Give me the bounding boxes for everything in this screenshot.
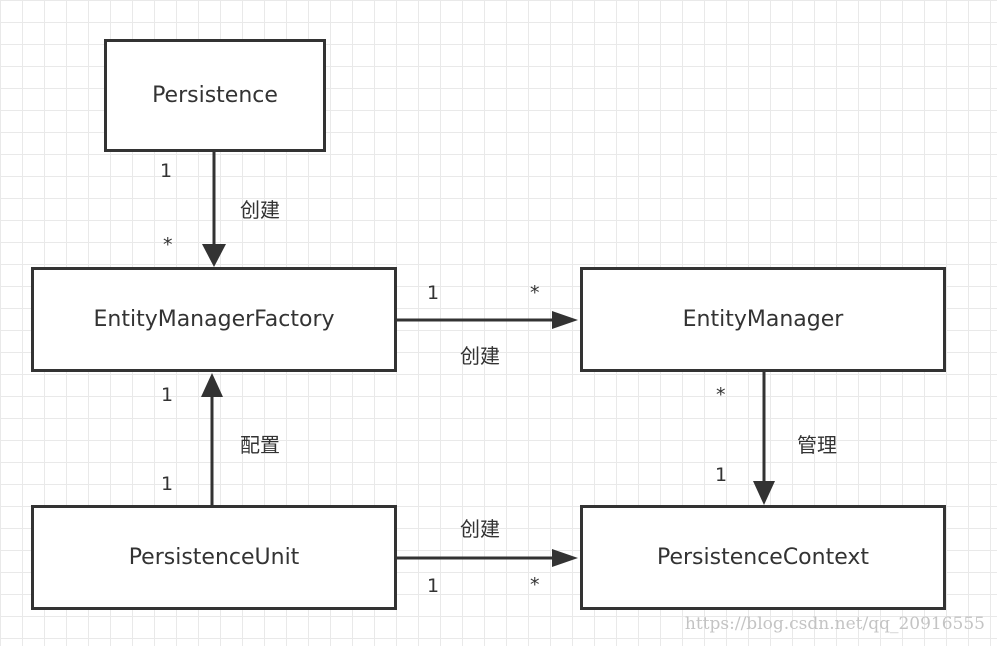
node-persistence-label: Persistence [152,83,278,108]
edge-label-em-pc: 管理 [797,433,837,457]
mult-pu-pc-source: 1 [427,575,440,597]
mult-emf-em-source: 1 [427,282,440,304]
node-entity-manager-label: EntityManager [682,307,844,332]
arrowhead-em-pc [753,481,775,505]
edge-label-pu-pc: 创建 [460,517,500,541]
arrowhead-persistence-emf [202,244,226,267]
mult-em-pc-source: * [716,384,726,406]
mult-pu-emf-target: 1 [161,384,174,406]
arrowhead-pu-pc [552,549,578,567]
edge-label-pu-emf: 配置 [240,433,280,457]
mult-persistence-emf-target: * [163,234,173,256]
node-persistence-context: PersistenceContext [580,505,946,610]
node-persistence-unit: PersistenceUnit [31,505,397,610]
mult-emf-em-target: * [530,282,540,304]
node-entity-manager-factory-label: EntityManagerFactory [93,307,335,332]
mult-pu-pc-target: * [530,574,540,596]
watermark: https://blog.csdn.net/qq_20916555 [684,614,985,634]
node-entity-manager: EntityManager [580,267,946,372]
mult-pu-emf-source: 1 [161,473,174,495]
node-entity-manager-factory: EntityManagerFactory [31,267,397,372]
node-persistence-context-label: PersistenceContext [656,545,870,570]
edge-label-persistence-emf: 创建 [240,198,280,222]
arrowhead-emf-em [552,311,578,329]
node-persistence-unit-label: PersistenceUnit [128,545,300,570]
node-persistence: Persistence [104,39,326,152]
mult-persistence-emf-source: 1 [160,160,173,182]
mult-em-pc-target: 1 [715,464,728,486]
edge-label-emf-em: 创建 [460,344,500,368]
arrowhead-pu-emf [201,373,223,397]
